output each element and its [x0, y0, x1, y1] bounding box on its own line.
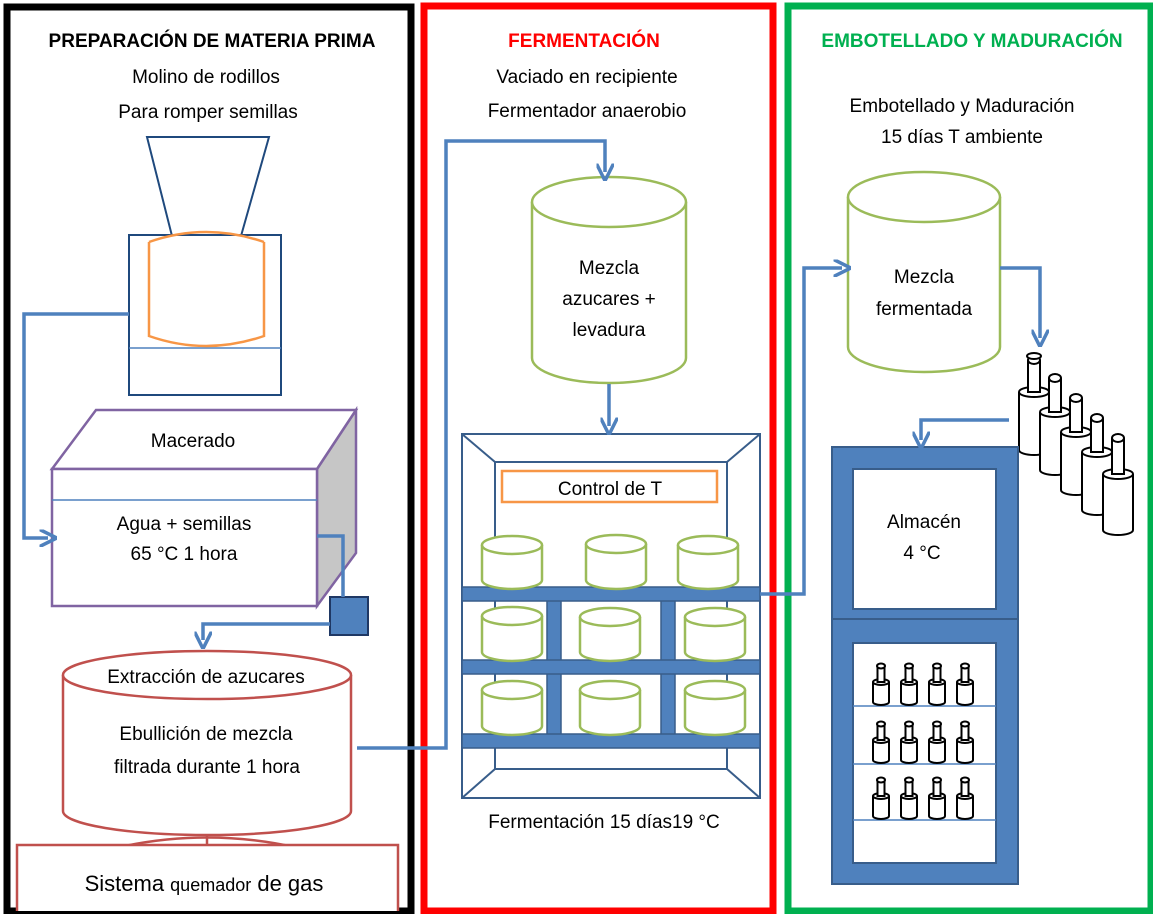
pipe-mash-to-pump: [317, 534, 345, 597]
bottle-panel-border: [784, 2, 1153, 914]
fridge-bottles: [872, 662, 974, 820]
small-bottle-icon: [872, 776, 890, 820]
gas-burner: [15, 834, 400, 911]
mash-label-line2: 65 °C 1 hora: [131, 544, 238, 565]
bottle-cap: [1026, 352, 1042, 360]
mill-roller-drum: [147, 242, 266, 348]
flow-pipes: [22, 139, 1040, 750]
mill-roller-drum-top: [148, 230, 265, 244]
pipe-pump-to-kettle: [203, 622, 330, 640]
mix-tank-line1: Mezcla: [894, 267, 955, 288]
ferm-tank-line2: azucares +: [562, 289, 655, 310]
bottle-icon: [1102, 433, 1134, 536]
chamber-corner-tr: [726, 433, 761, 463]
mill-housing: [128, 234, 282, 396]
kettle-label-line1: Ebullición de mezcla: [119, 724, 293, 745]
mill-label-line1: Molino de rodillos: [132, 67, 280, 88]
vessel: [676, 534, 740, 591]
kettle-label-line2: filtrada durante 1 hora: [114, 757, 300, 778]
fermentation-caption: Fermentación 15 días19 °C: [488, 812, 720, 833]
pump-square: [329, 596, 369, 636]
chamber-corner-bl: [461, 768, 496, 799]
vessel: [480, 534, 544, 591]
vessel: [578, 606, 642, 663]
pipe-mill-to-mash: [22, 312, 129, 538]
mix-tank-line2: fermentada: [876, 299, 973, 320]
mix-tank-body: [846, 197, 1002, 374]
ferm-tank-top: [530, 175, 688, 229]
small-bottle-icon: [900, 662, 918, 706]
small-bottle-icon: [956, 662, 974, 706]
kettle-title: Extracción de azucares: [107, 667, 305, 688]
small-bottle-icon: [956, 776, 974, 820]
temperature-control-box: [500, 469, 719, 504]
chamber-corner-tl: [461, 433, 496, 463]
small-bottle-icon: [900, 776, 918, 820]
ferm-panel-title: FERMENTACIÓN: [508, 30, 660, 52]
ferm-tank-body: [530, 202, 688, 385]
mill-hopper: [145, 136, 271, 237]
boil-kettle: [61, 649, 353, 837]
mash-title: Macerado: [151, 431, 236, 452]
ferm-label-line2: Fermentador anaerobio: [488, 101, 687, 122]
mill-label-line2: Para romper semillas: [118, 102, 298, 123]
ferm-panel-border: [420, 2, 777, 914]
prep-panel-title: PREPARACIÓN DE MATERIA PRIMA: [49, 30, 376, 52]
burner-box: [15, 843, 400, 911]
fermentation-tank: [530, 175, 688, 385]
pipe-mixtank-to-bottling: [1000, 266, 1040, 338]
chamber-corner-br: [726, 768, 761, 799]
mash-label-line1: Agua + semillas: [117, 514, 252, 535]
small-bottle-icon: [900, 720, 918, 764]
fermented-mix-tank: [846, 170, 1002, 374]
storage-label-line1: Almacén: [887, 512, 961, 533]
bottle-panel-title: EMBOTELLADO Y MADURACIÓN: [821, 30, 1122, 52]
ferm-tank-line1: Mezcla: [579, 258, 640, 279]
fermentation-rack: [461, 586, 761, 749]
vessel: [683, 679, 747, 737]
small-bottle-icon: [872, 662, 890, 706]
vessel: [480, 605, 544, 663]
bottle-group: [1018, 352, 1134, 536]
ferm-tank-line3: levadura: [573, 320, 646, 341]
vessel: [578, 679, 642, 737]
vessel: [480, 679, 544, 737]
vessel: [584, 533, 648, 591]
pipe-chamber-to-mixtank: [760, 268, 842, 596]
small-bottle-icon: [928, 776, 946, 820]
mash-tun-front: [50, 467, 319, 608]
small-bottle-icon: [956, 720, 974, 764]
small-bottle-icon: [872, 720, 890, 764]
mash-tun: [49, 405, 359, 610]
pipe-bottling-to-storage: [921, 418, 1009, 440]
mix-tank-top: [846, 170, 1002, 224]
ferm-label-line1: Vaciado en recipiente: [496, 67, 677, 88]
kettle-top: [61, 649, 353, 701]
fermentation-vessels: [480, 533, 747, 737]
bottle-label-line2: 15 días T ambiente: [881, 127, 1043, 148]
temperature-control-label: Control de T: [558, 479, 663, 500]
burner-label: Sistema quemador de gas: [85, 871, 324, 896]
roller-mill: [128, 136, 282, 396]
storage-label-line2: 4 °C: [903, 543, 940, 564]
pipe-kettle-to-fermenter: [357, 139, 605, 750]
small-bottle-icon: [928, 662, 946, 706]
small-bottle-icon: [928, 720, 946, 764]
vessel: [683, 606, 747, 663]
bottle-label-line1: Embotellado y Maduración: [850, 96, 1075, 117]
fridge-upper-window: [852, 468, 997, 610]
